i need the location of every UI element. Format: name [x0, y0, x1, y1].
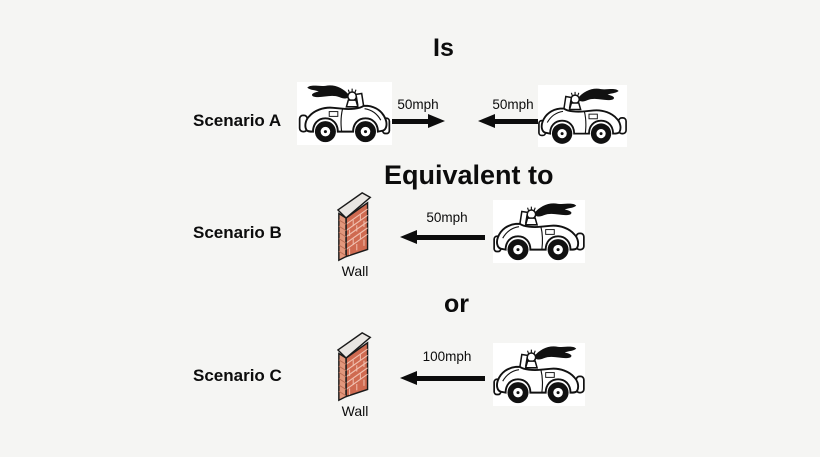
- arrow-head: [400, 230, 417, 244]
- heading-is: Is: [433, 34, 454, 62]
- wall-image-b: [337, 192, 373, 262]
- arrow-shaft: [495, 118, 540, 124]
- scenario-c-label: Scenario C: [193, 366, 282, 385]
- brick-wall-icon: [337, 192, 373, 262]
- car-icon: [538, 85, 627, 147]
- arrow-head: [478, 114, 495, 128]
- arrow-left-icon: [478, 114, 540, 128]
- car-image-b: [493, 200, 585, 263]
- arrow-right-icon: [392, 114, 445, 128]
- heading-equivalent-to: Equivalent to: [384, 160, 554, 190]
- heading-or: or: [444, 290, 469, 318]
- arrow-head: [428, 114, 445, 128]
- arrow-shaft: [392, 118, 428, 124]
- car-icon: [493, 200, 585, 263]
- car-image-a-left: [297, 82, 392, 145]
- brick-wall-icon: [337, 332, 373, 402]
- car-image-c: [493, 343, 585, 406]
- wall-label-b: Wall: [341, 263, 369, 279]
- wall-image-c: [337, 332, 373, 402]
- car-image-a-right: [538, 85, 627, 147]
- car-icon: [297, 82, 392, 145]
- arrow-left-icon: [400, 371, 485, 385]
- wall-label-c: Wall: [341, 403, 369, 419]
- speed-label-c: 100mph: [422, 349, 472, 364]
- speed-label-b: 50mph: [426, 210, 468, 225]
- scenario-a-label: Scenario A: [193, 111, 282, 130]
- arrow-left-icon: [400, 230, 485, 244]
- arrow-shaft: [417, 375, 485, 381]
- speed-label-a-right: 50mph: [492, 97, 534, 112]
- arrow-head: [400, 371, 417, 385]
- arrow-shaft: [417, 234, 485, 240]
- car-icon: [493, 343, 585, 406]
- speed-label-a-left: 50mph: [397, 97, 439, 112]
- scenario-b-label: Scenario B: [193, 223, 282, 242]
